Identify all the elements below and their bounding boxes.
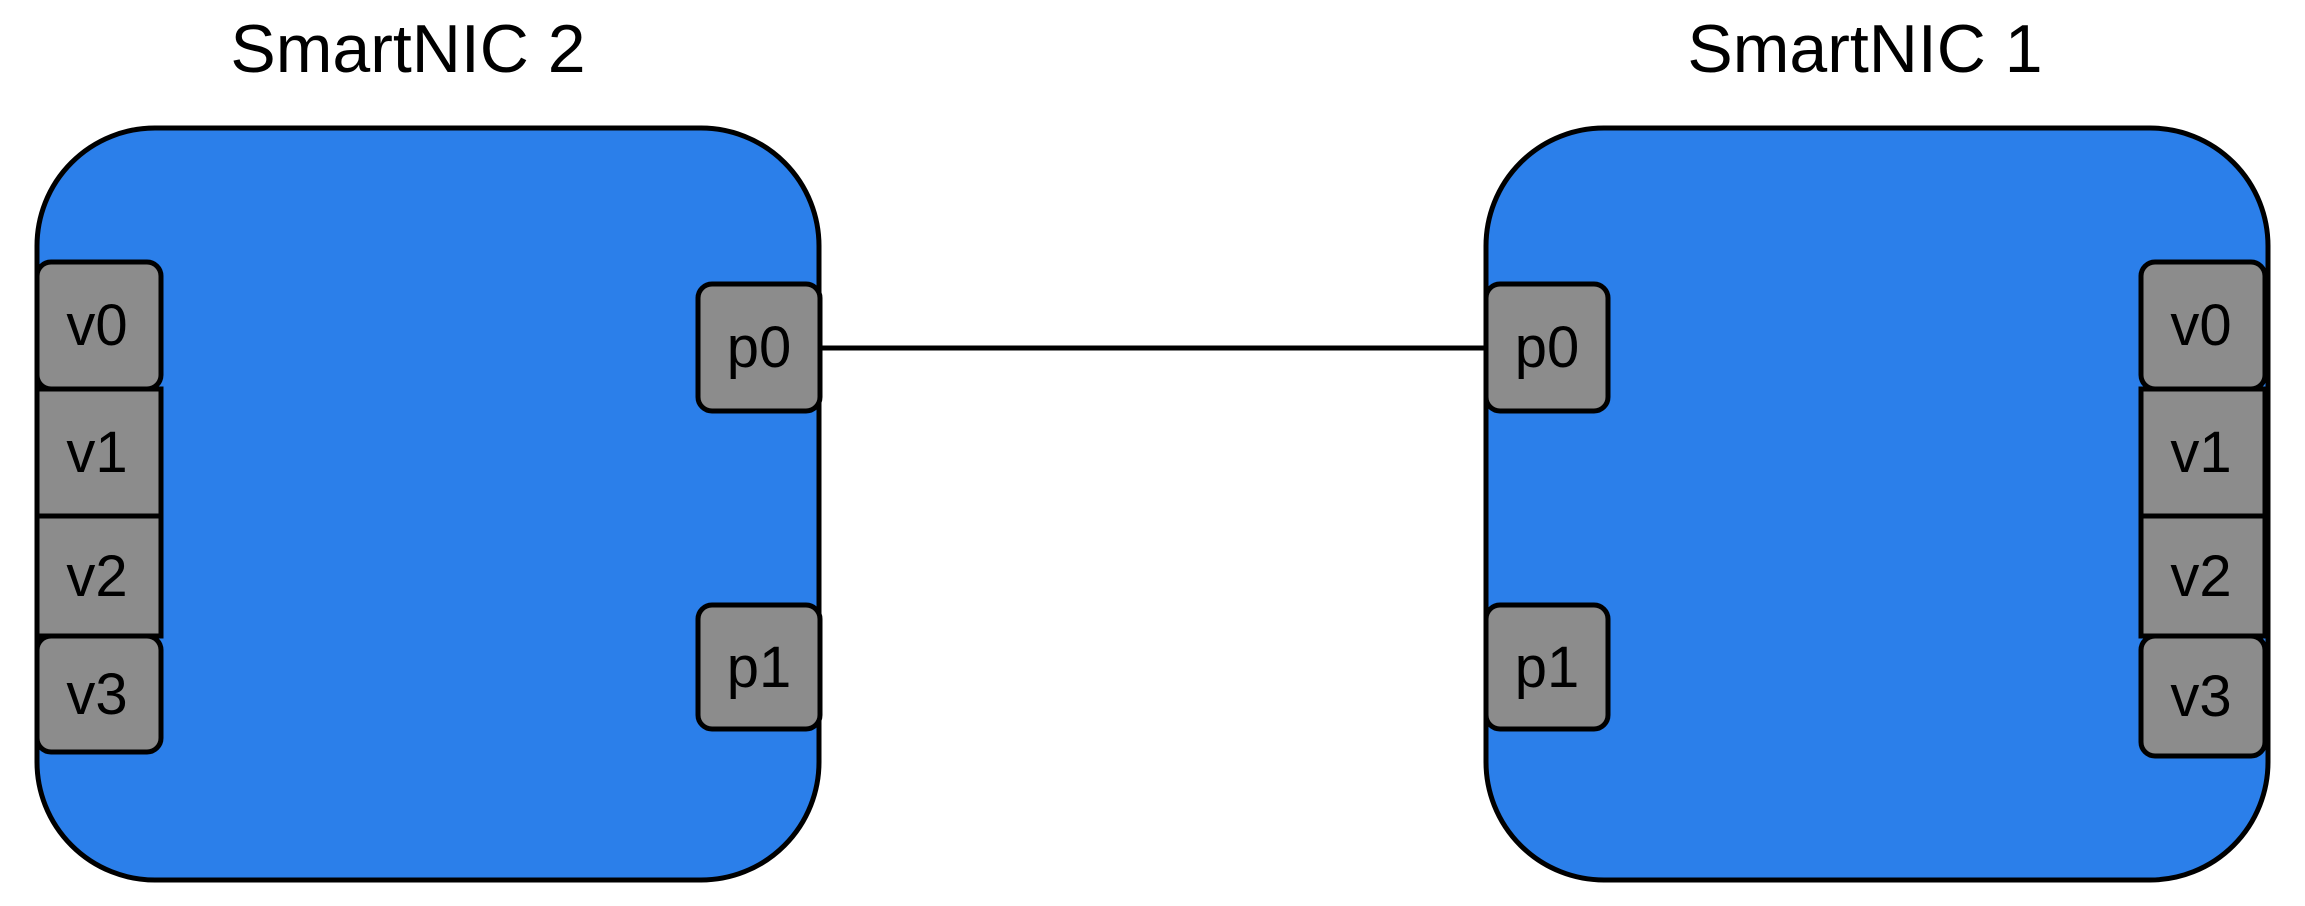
pport-label: p1 (1515, 635, 1580, 700)
pport-box[interactable] (1483, 281, 1611, 414)
pport-label: p1 (727, 635, 792, 700)
vport-label: v1 (66, 420, 127, 485)
smartnic-right-vport-stack: v0 v1 v2 v3 (2138, 259, 2268, 759)
vport-label: v2 (2170, 544, 2231, 609)
pport-label: p0 (1515, 315, 1580, 380)
vport-label: v3 (2170, 664, 2231, 729)
smartnic-right-body (1483, 125, 2271, 883)
smartnic-left-title: SmartNIC 2 (230, 11, 585, 87)
vport-label: v2 (66, 544, 127, 609)
pport-box[interactable] (695, 602, 823, 732)
smartnic-left-vport-stack: v0 v1 v2 v3 (34, 259, 164, 755)
vport-label: v0 (2170, 293, 2231, 358)
vport-box[interactable] (34, 513, 164, 639)
vport-label: v3 (66, 662, 127, 727)
smartnic-right: SmartNIC 1 p0 p1 v0 v1 v2 v3 (1483, 11, 2271, 883)
vport-label: v1 (2170, 420, 2231, 485)
smartnic-right-title: SmartNIC 1 (1687, 11, 2042, 87)
pport-label: p0 (727, 315, 792, 380)
smartnic-left: SmartNIC 2 v0 v1 v2 v3 p0 p1 (34, 11, 823, 883)
pport-box[interactable] (1483, 602, 1611, 732)
vport-label: v0 (66, 293, 127, 358)
vport-box[interactable] (34, 633, 164, 755)
vport-box[interactable] (2138, 633, 2268, 759)
